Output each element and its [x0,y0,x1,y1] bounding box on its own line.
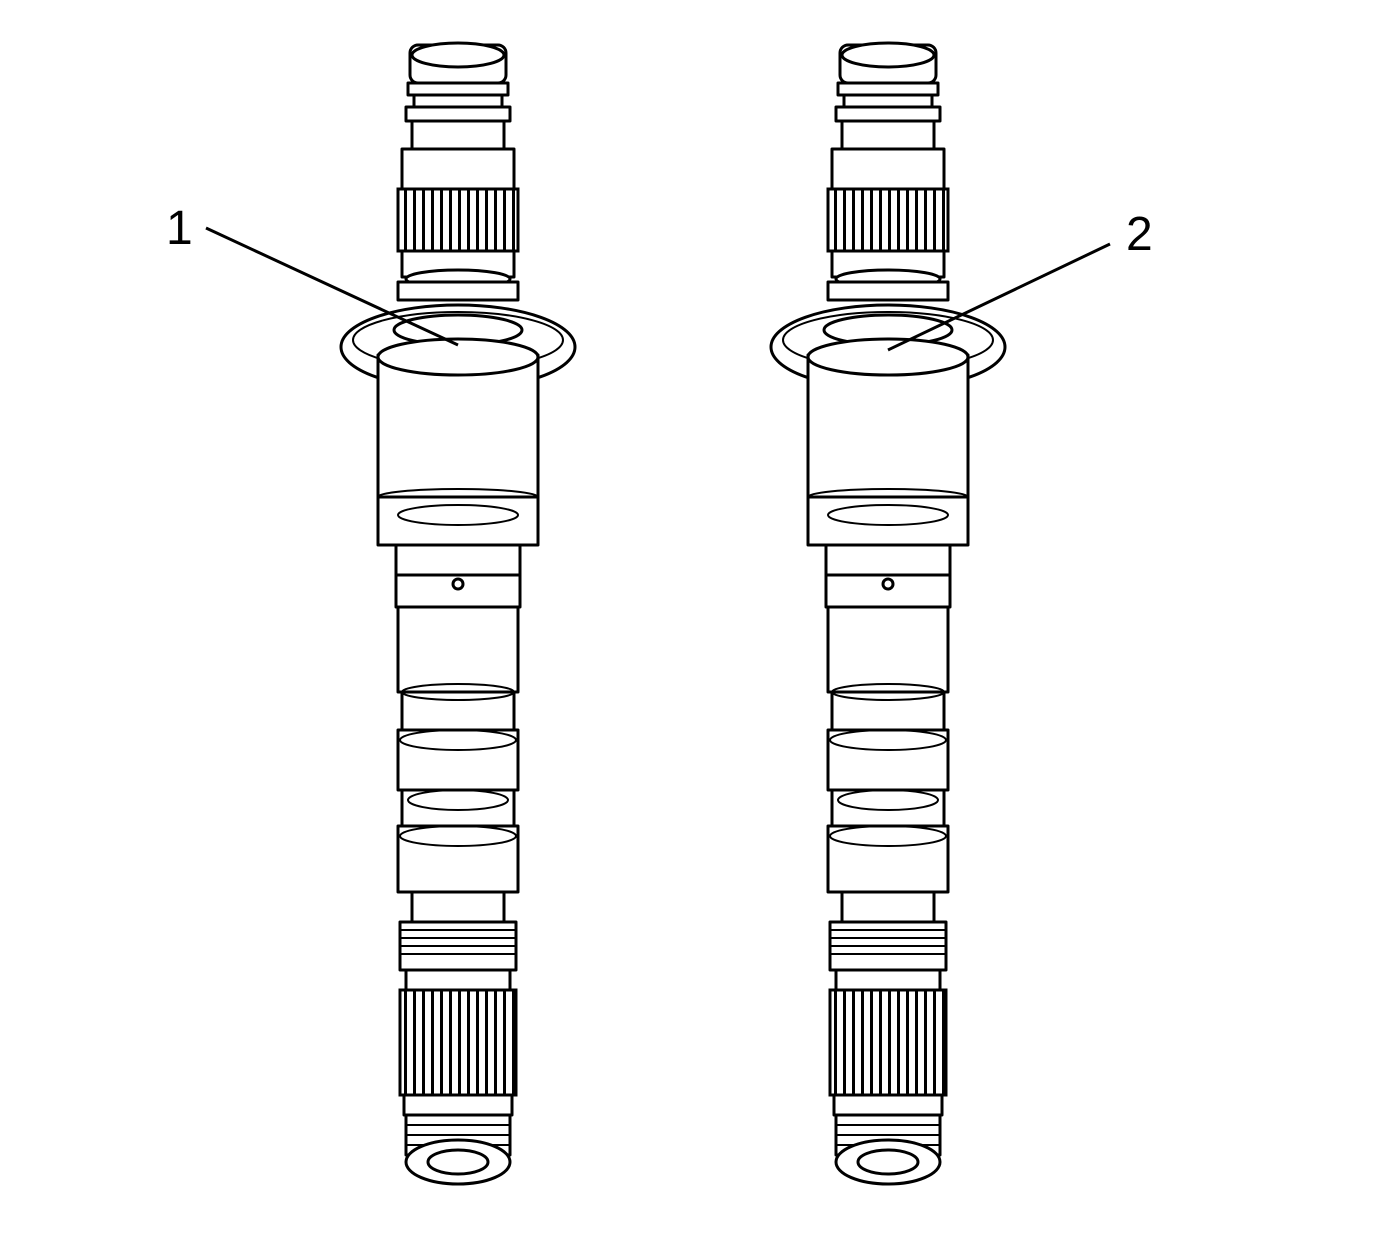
leader-line-2 [887,242,1111,352]
leader-line-1 [205,226,459,347]
shaft-right [769,41,1007,1186]
callout-1: 1 [166,202,193,255]
callout-2: 2 [1126,208,1153,261]
shaft-left [339,41,577,1186]
